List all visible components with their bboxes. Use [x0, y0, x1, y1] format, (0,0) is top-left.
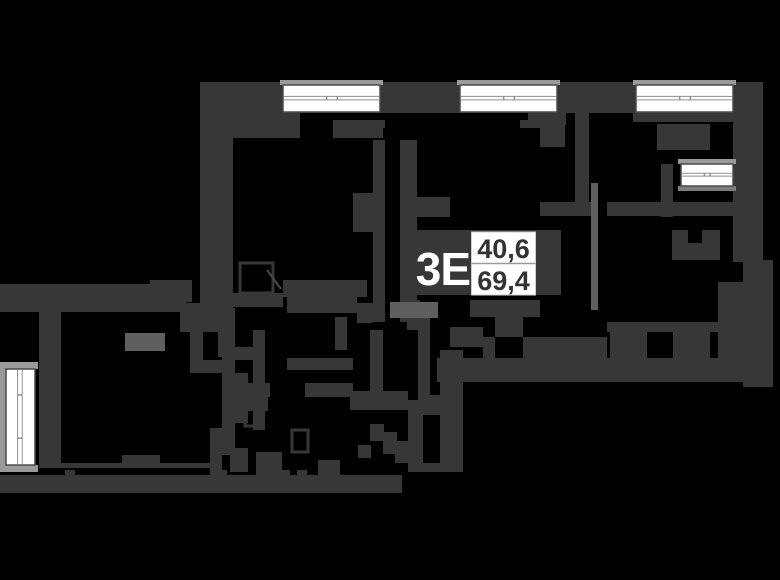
- wall-segment: [418, 313, 430, 413]
- window-right-small: [678, 159, 736, 191]
- window-glass: [5, 368, 36, 466]
- wall-segment: [190, 330, 203, 373]
- wall-segment: [470, 300, 540, 317]
- window-glass: [635, 84, 734, 113]
- wall-segment: [575, 113, 589, 216]
- wall-segment: [305, 383, 353, 397]
- window-top-center: [457, 80, 560, 113]
- walls-layer: [0, 82, 773, 493]
- wall-segment: [297, 470, 307, 476]
- door-swing-layer: [266, 269, 282, 290]
- wall-segment: [417, 197, 450, 217]
- wall-segment: [540, 125, 565, 147]
- wall-segment: [200, 82, 233, 332]
- door-leaf: [390, 302, 438, 318]
- wall-segment: [661, 164, 673, 217]
- wall-segment: [408, 400, 423, 472]
- window-cap: [678, 186, 736, 191]
- wall-segment: [437, 358, 773, 382]
- wall-segment: [357, 303, 373, 323]
- door-leaves-layer: [125, 183, 598, 351]
- plumbing-fixture: [290, 428, 310, 454]
- wall-segment: [383, 432, 397, 454]
- window-frame: [0, 369, 6, 465]
- window-cap: [633, 80, 736, 85]
- window-cap: [457, 80, 560, 85]
- wall-segment: [358, 445, 371, 458]
- door-swing-line: [266, 269, 282, 290]
- wall-segment: [218, 293, 283, 307]
- window-top-left: [280, 80, 383, 113]
- wall-segment: [122, 455, 160, 463]
- wall-segment: [373, 120, 385, 128]
- wall-segment: [673, 332, 710, 360]
- door-leaf: [125, 333, 165, 351]
- wall-segment: [280, 470, 290, 476]
- wall-segment: [408, 463, 463, 472]
- window-cap: [678, 159, 736, 164]
- wall-segment: [440, 350, 463, 472]
- wall-segment: [395, 441, 408, 463]
- wall-segment: [335, 317, 347, 350]
- wall-segment: [65, 470, 75, 476]
- wall-segment: [370, 330, 383, 391]
- wall-segment: [39, 312, 61, 468]
- wall-segment: [350, 391, 408, 410]
- wall-segment: [233, 113, 300, 138]
- wall-segment: [370, 424, 384, 441]
- wall-segment: [495, 317, 523, 337]
- wall-segment: [423, 395, 440, 415]
- wall-segment: [283, 280, 367, 297]
- wall-segment: [0, 475, 402, 493]
- wall-segment: [40, 463, 210, 468]
- wall-segment: [353, 193, 373, 232]
- wall-segment: [333, 120, 383, 138]
- wall-segment: [718, 332, 743, 360]
- window-frame: [0, 362, 38, 369]
- wall-segment: [256, 452, 282, 477]
- wall-segment: [400, 140, 417, 322]
- window-left: [5, 368, 36, 466]
- wall-segment: [218, 307, 231, 357]
- area-bottom-value: 69,4: [477, 266, 530, 296]
- wall-segment: [523, 337, 607, 358]
- wall-segment: [450, 327, 483, 347]
- window-top-right: [633, 80, 736, 113]
- wall-segment: [528, 113, 566, 125]
- wall-notches-layer: [688, 230, 702, 243]
- wall-segment: [203, 360, 222, 373]
- wall-segment: [318, 460, 340, 477]
- wall-segment: [287, 297, 357, 313]
- plan-type-label: 3E: [416, 243, 470, 295]
- wall-segment: [540, 202, 595, 216]
- area-top-value: 40,6: [477, 234, 530, 264]
- wall-segment: [210, 428, 222, 477]
- door-leaf: [591, 183, 598, 310]
- wall-segment: [230, 448, 248, 472]
- wall-notch: [688, 230, 702, 243]
- wall-segment: [610, 332, 647, 360]
- wall-segment: [222, 420, 235, 455]
- window-frame: [0, 465, 38, 472]
- wall-segment: [150, 280, 192, 302]
- plumbing-fixture: [243, 396, 261, 428]
- window-frames-layer: [0, 362, 38, 472]
- window-glass: [282, 84, 381, 113]
- wall-segment: [607, 322, 737, 332]
- wall-segment: [657, 124, 710, 150]
- wall-segment: [483, 337, 495, 358]
- wall-segment: [633, 113, 733, 122]
- wall-segment: [287, 358, 353, 370]
- wall-segment: [733, 82, 763, 262]
- window-cap: [280, 80, 383, 85]
- window-glass: [680, 163, 734, 187]
- plan-label-group: 3E 40,6 69,4: [416, 231, 536, 296]
- plumbing-fixture: [238, 261, 275, 295]
- windows-layer: [5, 80, 736, 466]
- window-glass: [459, 84, 558, 113]
- wall-segment: [235, 347, 257, 360]
- wall-segment: [373, 140, 385, 322]
